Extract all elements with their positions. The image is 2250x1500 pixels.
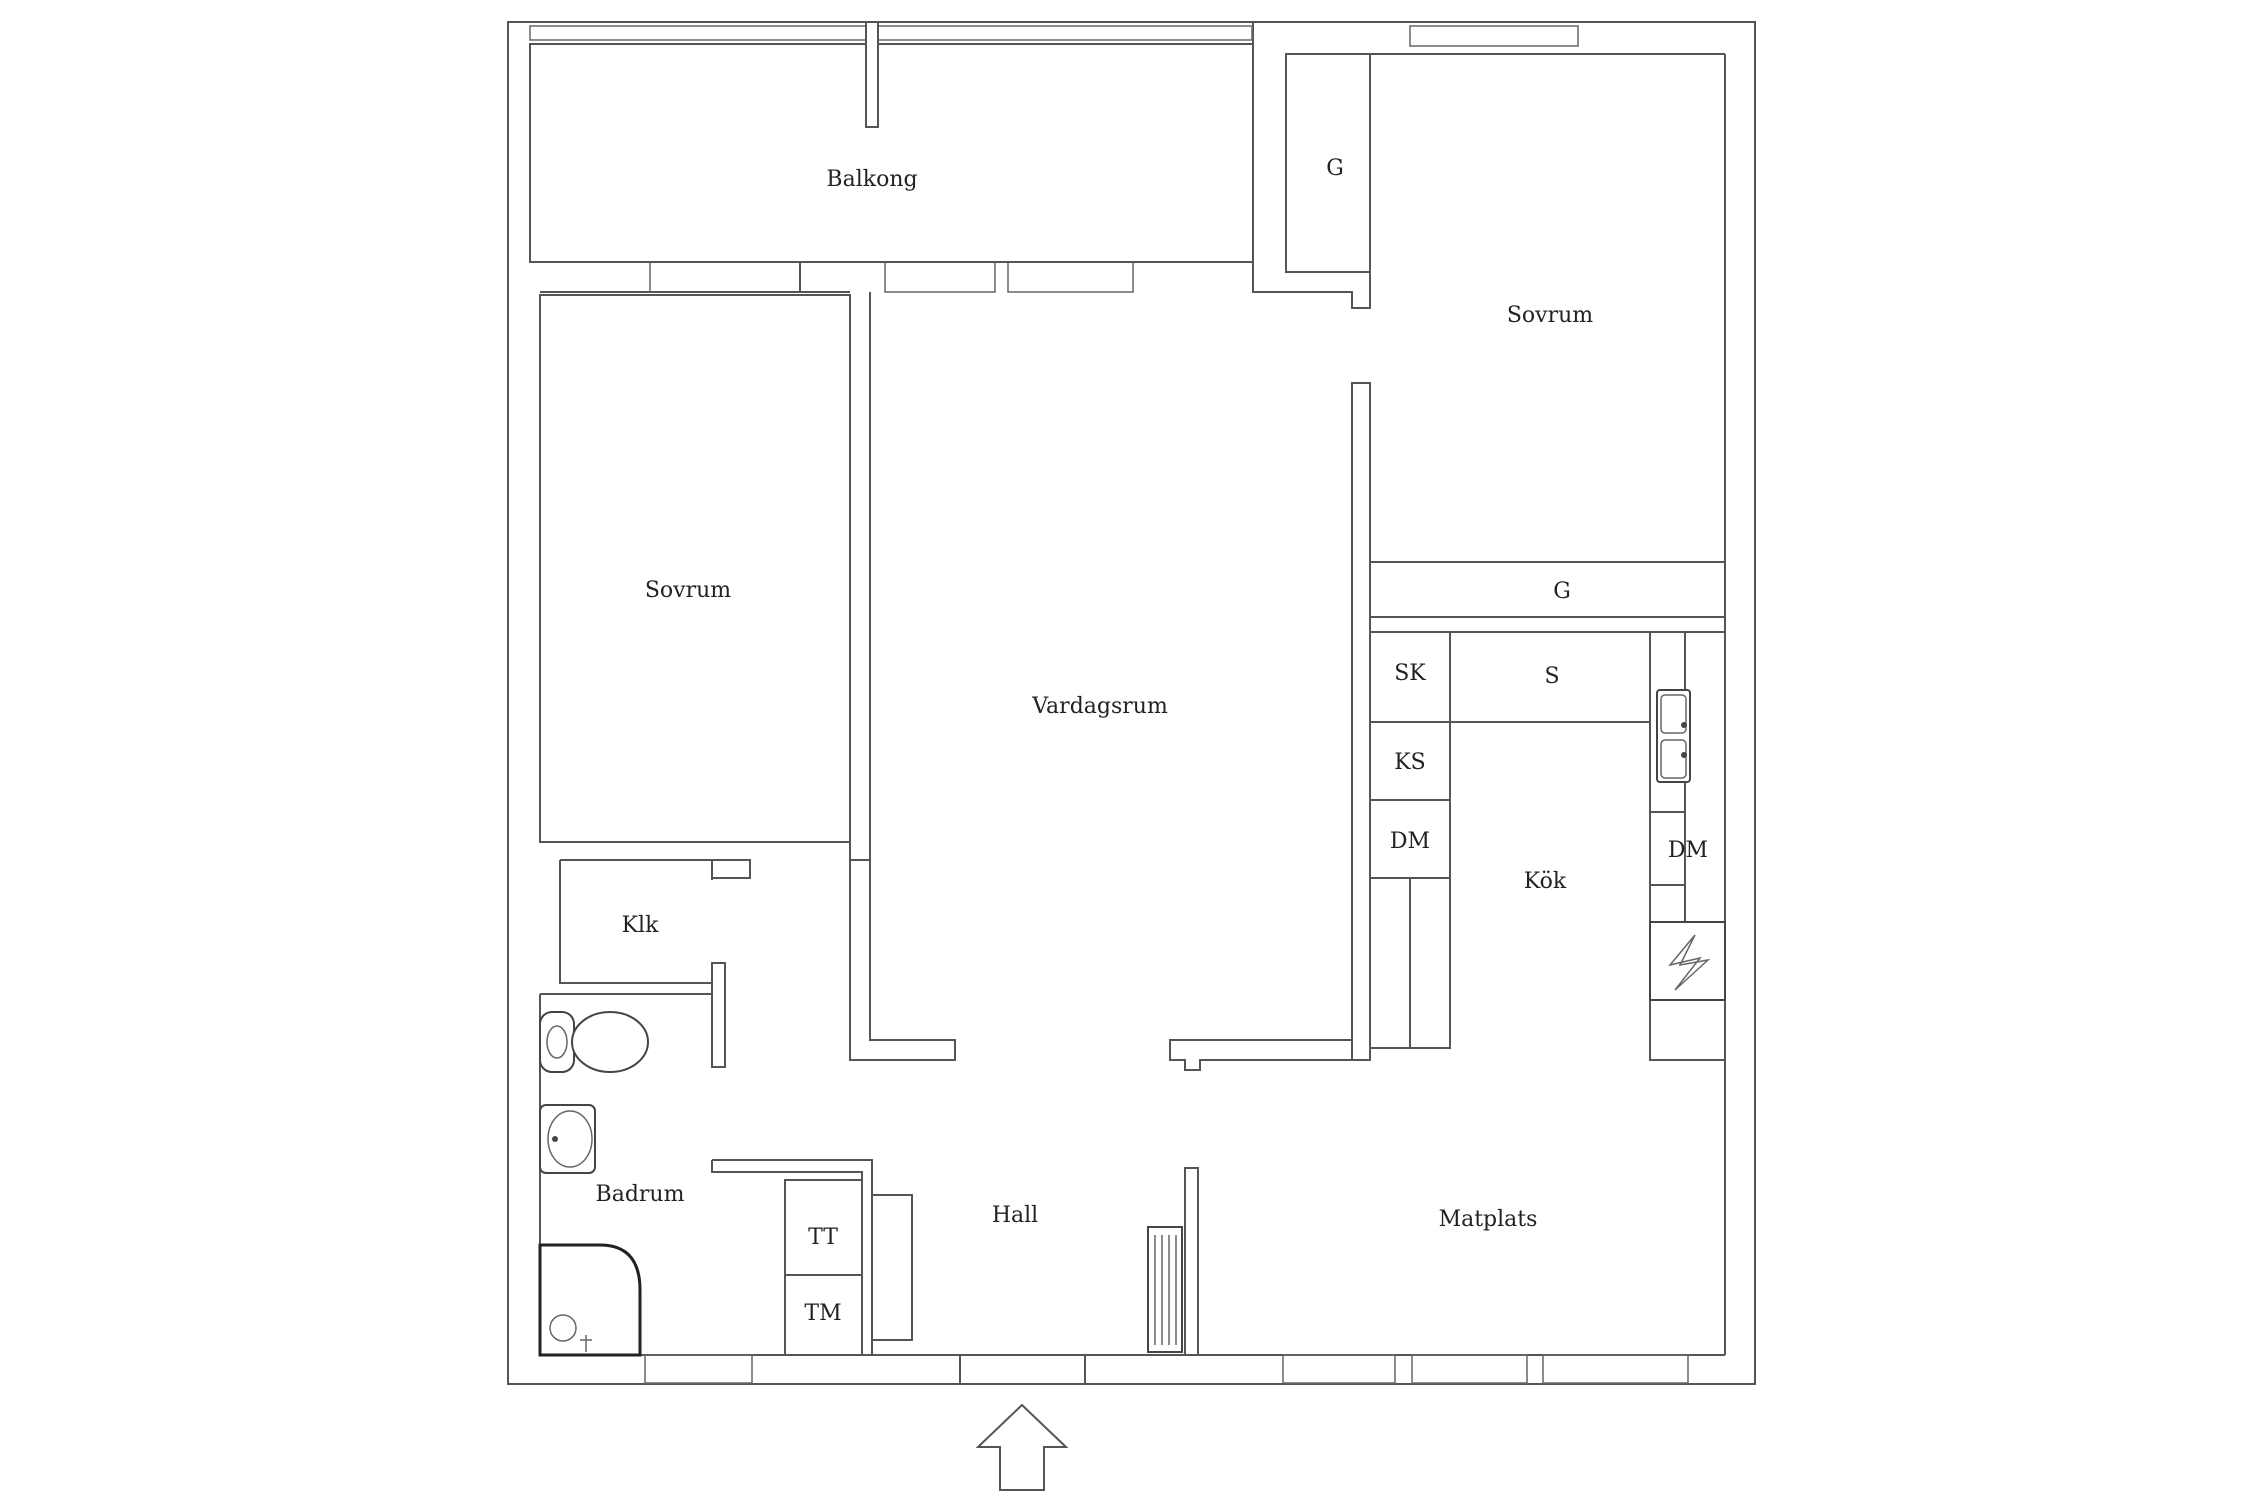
- label-tm: TM: [804, 1301, 841, 1326]
- radiator-icon: [1147, 1226, 1183, 1353]
- label-klk: Klk: [622, 913, 659, 938]
- label-dm-left: DM: [1390, 829, 1430, 854]
- label-s: S: [1544, 664, 1559, 689]
- label-sovrum-left: Sovrum: [645, 578, 731, 603]
- label-sk: SK: [1394, 661, 1426, 686]
- label-badrum: Badrum: [596, 1182, 685, 1207]
- label-hall: Hall: [992, 1203, 1038, 1228]
- interior-walls: [530, 53, 1726, 1384]
- entrance-arrow-icon: [975, 1403, 1069, 1491]
- kitchen-units: [1369, 631, 1726, 1061]
- kitchen-sink-icon: [1656, 689, 1691, 783]
- label-vardagsrum: Vardagsrum: [1031, 694, 1168, 719]
- label-kok: Kök: [1524, 869, 1567, 894]
- label-g-top: G: [1326, 156, 1344, 181]
- label-ks: KS: [1394, 750, 1426, 775]
- label-g-right: G: [1553, 579, 1571, 604]
- sink-icon: [539, 1104, 596, 1174]
- room-labels: Balkong G Sovrum Sovrum Vardagsrum G SK …: [596, 156, 1709, 1326]
- stove-icon: [1649, 921, 1726, 1001]
- toilet-icon: [539, 1011, 649, 1073]
- label-sovrum-right: Sovrum: [1507, 303, 1593, 328]
- label-balkong: Balkong: [826, 167, 917, 192]
- label-dm-right: DM: [1668, 838, 1708, 863]
- balcony: [529, 21, 1254, 263]
- label-matplats: Matplats: [1439, 1207, 1538, 1232]
- label-tt: TT: [808, 1225, 838, 1250]
- shower-icon: [538, 1243, 642, 1357]
- laundry-units: [784, 1179, 913, 1356]
